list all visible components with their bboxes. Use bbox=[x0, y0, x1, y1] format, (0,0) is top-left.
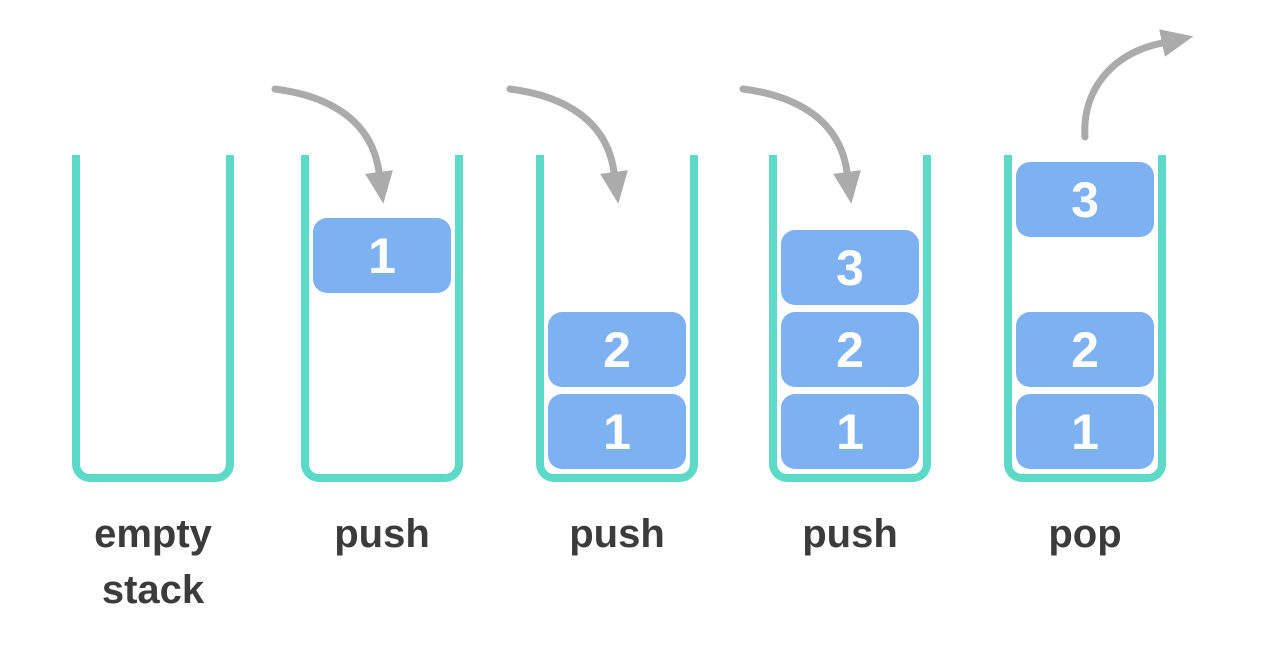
stack-item-value: 1 bbox=[836, 403, 864, 460]
stage-label: push bbox=[569, 512, 665, 556]
stack-item-value: 3 bbox=[1071, 171, 1099, 228]
stage-pop: 3 2 1 pop bbox=[1004, 0, 1166, 670]
stack-item: 2 bbox=[548, 312, 686, 387]
stack-container bbox=[72, 155, 234, 482]
stage-label: push bbox=[802, 512, 898, 556]
stack-item-value: 2 bbox=[836, 321, 864, 378]
stack-item: 1 bbox=[313, 218, 451, 293]
stack-item: 3 bbox=[1016, 162, 1154, 237]
stack-item: 1 bbox=[1016, 394, 1154, 469]
stage-empty-stack: empty stack bbox=[72, 0, 234, 670]
stage-label: push bbox=[334, 512, 430, 556]
stack-container bbox=[769, 155, 931, 482]
stack-item: 2 bbox=[781, 312, 919, 387]
stack-item-value: 2 bbox=[1071, 321, 1099, 378]
stack-container bbox=[536, 155, 698, 482]
stage-push-1: 1 push bbox=[301, 0, 463, 670]
stage-label: pop bbox=[1048, 512, 1122, 556]
stack-item: 1 bbox=[548, 394, 686, 469]
stack-item-value: 3 bbox=[836, 239, 864, 296]
stage-push-3: 3 2 1 push bbox=[769, 0, 931, 670]
stack-container bbox=[301, 155, 463, 482]
stack-container bbox=[1004, 155, 1166, 482]
stack-item-value: 1 bbox=[1071, 403, 1099, 460]
stage-push-2: 2 1 push bbox=[536, 0, 698, 670]
stack-item-value: 2 bbox=[603, 321, 631, 378]
stage-label: empty stack bbox=[94, 512, 212, 612]
stack-item: 1 bbox=[781, 394, 919, 469]
stack-item: 2 bbox=[1016, 312, 1154, 387]
stack-item: 3 bbox=[781, 230, 919, 305]
stack-item-value: 1 bbox=[603, 403, 631, 460]
stack-item-value: 1 bbox=[368, 227, 396, 284]
